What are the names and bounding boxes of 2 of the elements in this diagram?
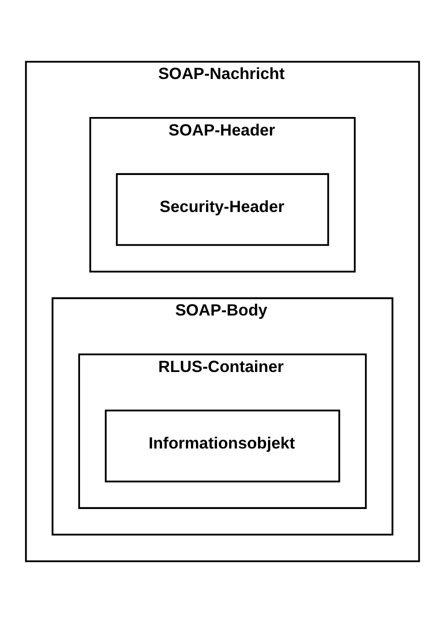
node-box: Informationsobjekt xyxy=(104,410,340,482)
node-box: Security-Header xyxy=(116,173,330,246)
